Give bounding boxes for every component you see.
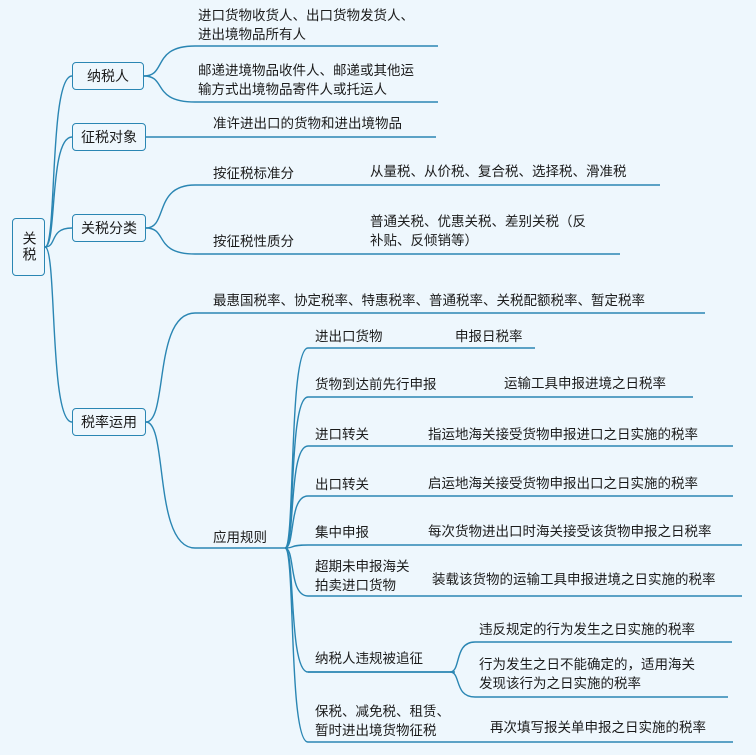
rule-rate: 运输工具申报进境之日税率: [504, 376, 666, 392]
rate-types: 最惠国税率、协定税率、特惠税率、普通税率、关税配额税率、暂定税率: [213, 293, 645, 309]
rule-case: 集中申报: [315, 525, 369, 541]
rule-rate: 违反规定的行为发生之日实施的税率: [479, 622, 695, 638]
rule-rate: 启运地海关接受货物申报出口之日实施的税率: [428, 476, 698, 492]
rule-case: 超期未申报海关 拍卖进口货物: [315, 559, 410, 594]
rule-rate: 每次货物进出口时海关接受该货物申报之日税率: [428, 524, 712, 540]
classify-sub: 按征税性质分: [213, 234, 294, 250]
rule-rate: 再次填写报关单申报之日实施的税率: [490, 720, 706, 736]
node-tax-object[interactable]: 征税对象: [72, 123, 146, 151]
rule-case: 进出口货物: [315, 329, 383, 345]
rule-case: 出口转关: [315, 477, 369, 493]
rule-rate: 行为发生之日不能确定的，适用海关 发现该行为之日实施的税率: [479, 657, 695, 692]
taxpayer-item: 进口货物收货人、出口货物发货人、 进出境物品所有人: [198, 8, 414, 43]
rules-label: 应用规则: [213, 530, 267, 546]
classify-detail: 从量税、从价税、复合税、选择税、滑准税: [370, 164, 627, 180]
rule-case: 进口转关: [315, 427, 369, 443]
classify-sub: 按征税标准分: [213, 166, 294, 182]
rule-rate: 申报日税率: [455, 329, 523, 345]
rule-case: 货物到达前先行申报: [315, 377, 437, 393]
rule-rate: 装载该货物的运输工具申报进境之日实施的税率: [432, 572, 716, 588]
node-classification[interactable]: 关税分类: [72, 214, 146, 242]
node-taxpayer[interactable]: 纳税人: [72, 62, 144, 90]
classify-detail: 普通关税、优惠关税、差别关税（反 补贴、反倾销等）: [370, 214, 586, 249]
rule-case: 纳税人违规被追征: [315, 651, 423, 667]
rule-rate: 指运地海关接受货物申报进口之日实施的税率: [428, 427, 698, 443]
taxpayer-item: 邮递进境物品收件人、邮递或其他运 输方式出境物品寄件人或托运人: [198, 63, 414, 98]
tax-object-item: 准许进出口的货物和进出境物品: [213, 116, 402, 132]
node-rate-application[interactable]: 税率运用: [72, 408, 146, 436]
rule-case: 保税、减免税、租赁、 暂时进出境货物征税: [315, 704, 450, 739]
root-node[interactable]: 关税: [12, 218, 45, 276]
